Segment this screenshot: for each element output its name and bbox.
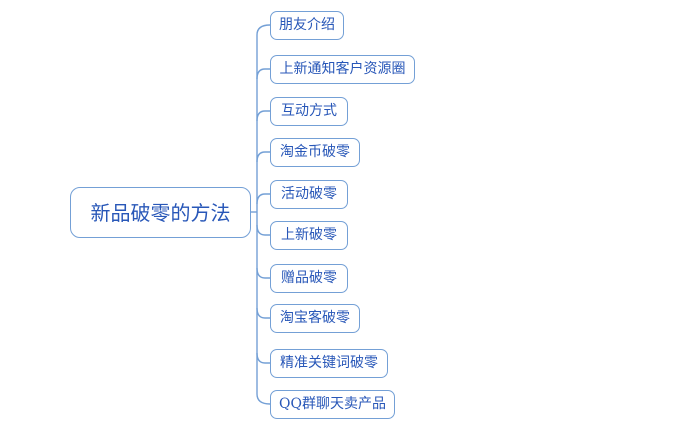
branch-connector [256,352,270,364]
branch-node-label: 上新破零 [281,227,337,243]
branch-node-label: 赠品破零 [281,270,337,286]
branch-node[interactable]: 上新通知客户资源圈 [270,54,415,84]
trunk-line [256,24,271,405]
branch-connector [256,110,270,122]
branch-node-label: 精准关键词破零 [280,355,378,371]
branch-node-label: 活动破零 [281,186,337,202]
branch-node[interactable]: 上新破零 [270,220,348,250]
branch-node-label: 淘宝客破零 [280,310,350,326]
branch-node[interactable]: QQ群聊天卖产品 [270,389,395,419]
root-node-label: 新品破零的方法 [90,200,231,225]
branch-node-label: 淘金币破零 [280,144,350,160]
branch-node[interactable]: 淘金币破零 [270,137,360,167]
root-node[interactable]: 新品破零的方法 [70,187,251,238]
branch-connector [256,267,270,279]
branch-node-label: QQ群聊天卖产品 [279,396,386,412]
branch-node[interactable]: 赠品破零 [270,263,348,293]
branch-connector [256,224,270,236]
branch-node-label: 互动方式 [281,103,337,119]
branch-connector [256,151,270,163]
branch-connector [256,68,270,80]
branch-connector [256,193,270,205]
branch-node-label: 朋友介绍 [279,17,335,33]
branch-node[interactable]: 活动破零 [270,179,348,209]
branch-node[interactable]: 互动方式 [270,96,348,126]
branch-connector [256,307,270,319]
branch-node[interactable]: 精准关键词破零 [270,348,388,378]
branch-node-label: 上新通知客户资源圈 [279,61,406,77]
branch-node[interactable]: 淘宝客破零 [270,303,360,333]
branch-node[interactable]: 朋友介绍 [270,10,344,40]
